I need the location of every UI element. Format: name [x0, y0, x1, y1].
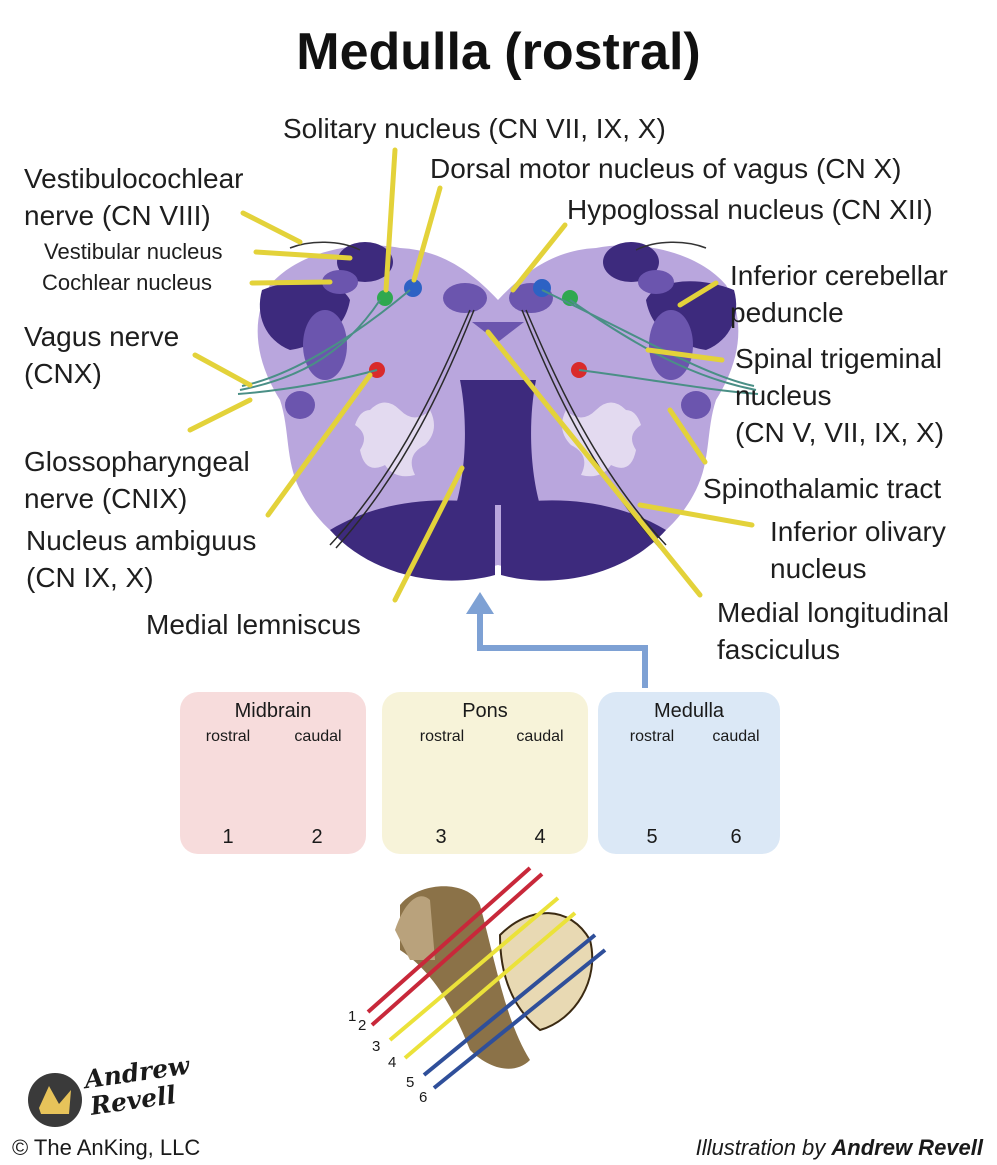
hypoglossal-left: [443, 283, 487, 313]
label-vestibular-nucleus: Vestibular nucleus: [44, 239, 223, 264]
label-dorsal-motor-nucleus: Dorsal motor nucleus of vagus (CN X): [430, 153, 902, 184]
panel-num: 6: [730, 826, 742, 848]
label-spinal-trigeminal-nucleus: Spinal trigeminal nucleus (CN V, VII, IX…: [735, 343, 945, 448]
nerve-fibers-left: [237, 289, 411, 395]
leader-icp: [677, 280, 719, 308]
dmv-dot-right: [533, 279, 551, 297]
panel-num: 1: [222, 826, 234, 848]
cochlear-right: [638, 270, 674, 294]
credit-name: Andrew Revell: [831, 1135, 983, 1160]
arrow-head: [466, 592, 494, 614]
leader-dmv: [411, 185, 443, 283]
panel-num: 4: [534, 826, 546, 848]
leader-medial-lemniscus: [392, 465, 465, 603]
page-title: Medulla (rostral): [296, 23, 701, 81]
leader-glossopharyngeal: [187, 397, 253, 433]
leader-vestibular: [253, 249, 353, 261]
section-number-3: 3: [372, 1038, 381, 1055]
cn8-fibers-right: [635, 241, 707, 251]
section-number-4: 4: [388, 1054, 397, 1071]
section-line-1: [366, 866, 532, 1014]
panel-title: Pons: [462, 700, 508, 722]
mlf-shape: [472, 322, 524, 342]
cochlear-left: [322, 270, 358, 294]
leader-spinothalamic: [667, 407, 708, 465]
panel-arrow: [477, 610, 648, 688]
panel-sub-caudal: caudal: [516, 728, 564, 745]
label-inferior-olivary-nucleus: Inferior olivary nucleus: [770, 516, 946, 584]
hypoglossal-fibers-left: [329, 309, 475, 549]
vestibular-right: [603, 242, 659, 282]
section-line-2: [370, 872, 544, 1027]
panel-pons: Pons rostral caudal 3 4: [382, 692, 588, 854]
label-cochlear-nucleus: Cochlear nucleus: [42, 270, 212, 295]
label-medial-longitudinal-fasciculus: Medial longitudinal fasciculus: [717, 597, 949, 665]
leader-lines: [187, 147, 755, 603]
label-hypoglossal-nucleus: Hypoglossal nucleus (CN XII): [567, 194, 933, 225]
label-vagus-nerve: Vagus nerve (CNX): [24, 321, 180, 389]
spinothalamic-left: [285, 391, 315, 419]
label-medial-lemniscus: Medial lemniscus: [146, 609, 361, 640]
section-line-5: [422, 933, 597, 1077]
section-number-2: 2: [358, 1017, 367, 1034]
cn8-fibers-left: [289, 241, 361, 251]
section-lines: [366, 866, 607, 1090]
section-line-3: [388, 896, 560, 1042]
leader-ambiguus: [265, 372, 373, 518]
section-number-1: 1: [348, 1008, 357, 1025]
label-solitary-nucleus: Solitary nucleus (CN VII, IX, X): [283, 113, 666, 144]
leader-cn8: [240, 210, 303, 245]
panel-sub-rostral: rostral: [629, 728, 675, 745]
label-nucleus-ambiguus: Nucleus ambiguus (CN IX, X): [26, 525, 257, 593]
leader-vagus: [192, 352, 253, 388]
leader-cochlear: [249, 279, 333, 286]
spinal-trig-right: [649, 310, 693, 380]
illustration-credit: Illustration by Andrew Revell: [696, 1135, 983, 1161]
section-line-6: [432, 948, 607, 1090]
panel-midbrain: Midbrain rostral caudal 1 2: [180, 692, 366, 854]
section-number-5: 5: [406, 1074, 415, 1091]
panel-num: 2: [311, 826, 323, 848]
label-vestibulocochlear-nerve: Vestibulocochlear nerve (CN VIII): [24, 163, 244, 231]
leader-hypoglossal: [510, 222, 568, 293]
panel-sub-caudal: caudal: [294, 728, 342, 745]
pyramid-right: [501, 500, 666, 581]
credit-prefix: Illustration by: [695, 1135, 832, 1160]
panel-num: 5: [646, 826, 658, 848]
panel-num: 3: [435, 826, 447, 848]
copyright-text: © The AnKing, LLC: [12, 1135, 201, 1160]
anking-logo: [28, 1073, 82, 1127]
section-number-6: 6: [419, 1089, 428, 1106]
label-inferior-cerebellar-peduncle: Inferior cerebellar peduncle: [730, 260, 948, 328]
olive-left: [355, 402, 434, 477]
panel-sub-caudal: caudal: [712, 728, 760, 745]
section-line-4: [403, 911, 577, 1060]
label-glossopharyngeal-nerve: Glossopharyngeal nerve (CNIX): [24, 446, 250, 514]
leader-solitary: [383, 147, 398, 293]
panel-title: Midbrain: [234, 700, 312, 722]
label-spinothalamic-tract: Spinothalamic tract: [703, 473, 942, 504]
panel-title: Medulla: [653, 700, 725, 722]
panel-medulla: Medulla rostral caudal 5 6: [598, 692, 780, 854]
pyramid-left: [330, 500, 495, 581]
leader-spinal-trig: [645, 347, 725, 363]
spinothalamic-right: [681, 391, 711, 419]
medulla-cross-section: [237, 241, 759, 581]
leader-mlf: [485, 329, 703, 598]
panel-sub-rostral: rostral: [205, 728, 251, 745]
panel-sub-rostral: rostral: [419, 728, 465, 745]
olive-right: [562, 402, 641, 477]
vestibular-left: [337, 242, 393, 282]
leader-olivary: [637, 502, 755, 528]
solitary-dot-left: [377, 290, 393, 306]
medial-lemniscus-shape: [456, 380, 540, 505]
